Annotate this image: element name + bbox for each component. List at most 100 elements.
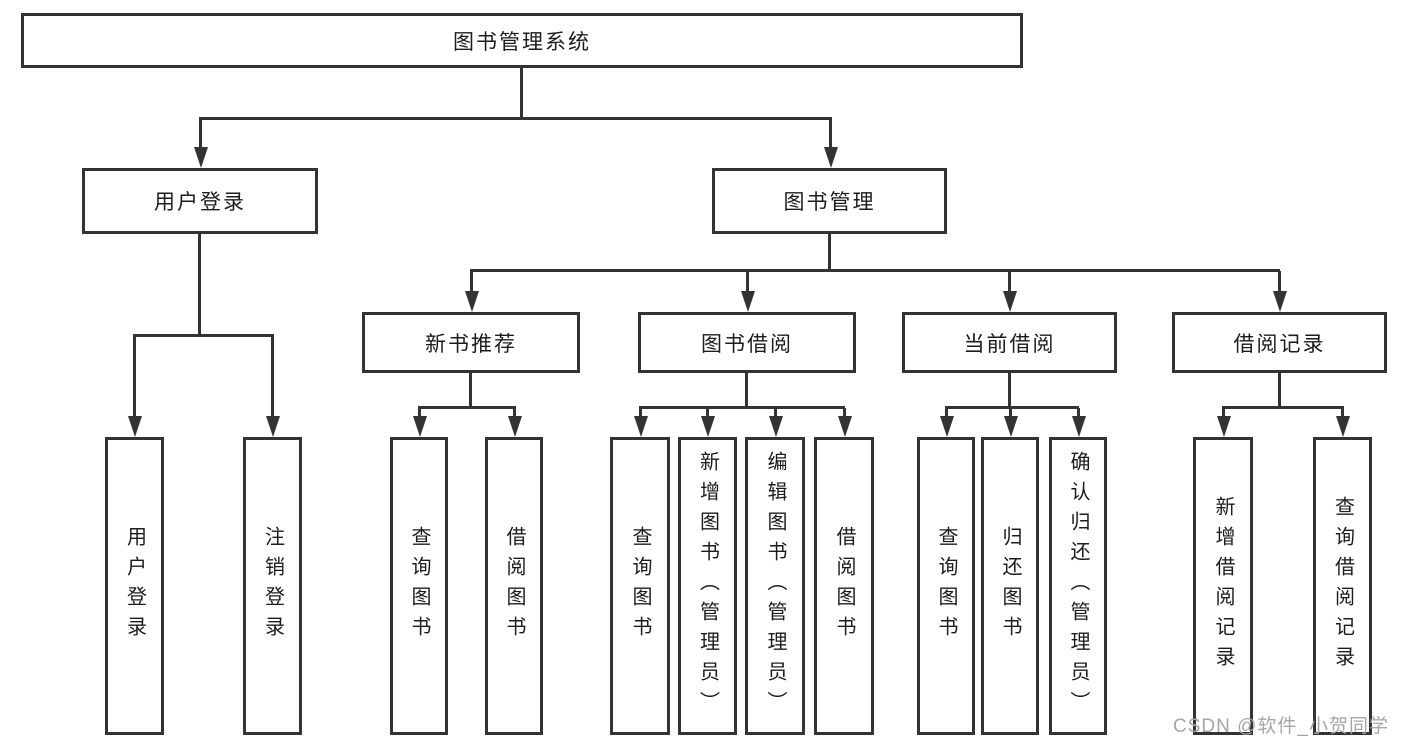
- arrow-down-icon: [193, 147, 208, 168]
- arrow-down-icon: [507, 416, 522, 437]
- leaf-current-confirm-return-admin-label: 确认归还（管理员）: [1067, 451, 1089, 721]
- node-library-management-system: 图书管理系统: [21, 13, 1023, 68]
- arrow-into-leaf-user-login: [127, 336, 142, 437]
- arrow-down-icon: [265, 416, 280, 437]
- arrow-into-cb-confirm-return: [1071, 408, 1086, 437]
- arrow-into-cb-return-books: [1003, 408, 1018, 437]
- arrow-into-bb-add-books: [700, 408, 715, 437]
- leaf-current-query-books: 查询图书: [917, 437, 975, 735]
- node-borrowing-records-label: 借阅记录: [1233, 332, 1326, 356]
- arrow-down-icon: [700, 416, 715, 437]
- arrow-down-icon: [1272, 291, 1287, 312]
- arrow-down-icon: [823, 147, 838, 168]
- arrow-into-rec-borrow-books: [507, 408, 522, 437]
- node-book-management-label: 图书管理: [783, 191, 876, 214]
- arrow-shaft: [1008, 271, 1011, 291]
- node-user-login-label: 用户登录: [154, 191, 246, 214]
- arrow-into-book-management: [823, 119, 838, 168]
- connector-book-borrowing-stem: [745, 373, 748, 409]
- arrow-shaft: [706, 408, 709, 416]
- arrow-down-icon: [837, 416, 852, 437]
- arrow-shaft: [843, 408, 846, 416]
- arrow-down-icon: [1003, 416, 1018, 437]
- arrow-down-icon: [127, 416, 142, 437]
- connector-book-management-stem: [828, 234, 831, 272]
- leaf-borrowing-edit-books-admin: 编辑图书（管理员）: [745, 437, 805, 735]
- leaf-borrowing-add-books-admin-label: 新增图书（管理员）: [696, 451, 719, 721]
- leaf-borrowing-add-books-admin: 新增图书（管理员）: [678, 437, 737, 735]
- arrow-into-new-book-recommendation: [464, 271, 479, 312]
- leaf-recommend-query-books: 查询图书: [390, 437, 448, 735]
- arrow-shaft: [829, 119, 832, 147]
- node-user-login: 用户登录: [82, 168, 318, 234]
- arrow-shaft: [470, 271, 473, 291]
- arrow-into-br-add-record: [1216, 408, 1231, 437]
- connector-new-book-rec-stem: [469, 373, 472, 409]
- leaf-records-add-record-label: 新增借阅记录: [1212, 496, 1234, 676]
- node-current-borrowing-label: 当前借阅: [963, 332, 1056, 356]
- node-book-borrowing: 图书借阅: [638, 312, 856, 373]
- node-borrowing-records: 借阅记录: [1172, 312, 1387, 373]
- connector-book-borrowing-bar: [639, 406, 845, 409]
- arrow-shaft: [774, 408, 777, 416]
- arrow-into-rec-query-books: [412, 408, 427, 437]
- node-library-management-system-label: 图书管理系统: [453, 30, 591, 54]
- leaf-recommend-borrow-books-label: 借阅图书: [503, 526, 525, 646]
- arrow-into-leaf-logout: [265, 336, 280, 437]
- leaf-borrowing-edit-books-admin-label: 编辑图书（管理员）: [764, 451, 786, 721]
- arrow-down-icon: [464, 291, 479, 312]
- leaf-current-return-books: 归还图书: [981, 437, 1039, 735]
- arrow-into-cb-query-books: [939, 408, 954, 437]
- leaf-borrowing-query-books-label: 查询图书: [629, 526, 651, 646]
- arrow-shaft: [513, 408, 516, 416]
- arrow-shaft: [271, 336, 274, 416]
- connector-user-login-bar: [133, 334, 274, 337]
- arrow-down-icon: [1216, 416, 1231, 437]
- arrow-down-icon: [768, 416, 783, 437]
- arrow-down-icon: [633, 416, 648, 437]
- arrow-down-icon: [740, 291, 755, 312]
- arrow-into-bb-query-books: [633, 408, 648, 437]
- arrow-shaft: [418, 408, 421, 416]
- connector-borrowing-records-bar: [1222, 406, 1344, 409]
- node-book-borrowing-label: 图书借阅: [701, 332, 793, 356]
- node-current-borrowing: 当前借阅: [902, 312, 1117, 373]
- node-new-book-recommendation-label: 新书推荐: [425, 332, 517, 356]
- arrow-down-icon: [939, 416, 954, 437]
- leaf-current-confirm-return-admin: 确认归还（管理员）: [1049, 437, 1107, 735]
- arrow-shaft: [1009, 408, 1012, 416]
- arrow-shaft: [639, 408, 642, 416]
- leaf-records-query-record-label: 查询借阅记录: [1331, 496, 1354, 676]
- arrow-down-icon: [1002, 291, 1017, 312]
- leaf-user-login: 用户登录: [105, 437, 164, 735]
- arrow-shaft: [746, 271, 749, 291]
- leaf-borrowing-borrow-books-label: 借阅图书: [833, 526, 855, 646]
- connector-root-bar: [199, 117, 832, 120]
- arrow-shaft: [945, 408, 948, 416]
- arrow-into-br-query-record: [1335, 408, 1350, 437]
- leaf-recommend-borrow-books: 借阅图书: [485, 437, 543, 735]
- leaf-recommend-query-books-label: 查询图书: [408, 526, 430, 646]
- connector-current-borrowing-stem: [1008, 373, 1011, 409]
- arrow-into-current-borrowing: [1002, 271, 1017, 312]
- arrow-into-bb-borrow-books: [837, 408, 852, 437]
- arrow-shaft: [1077, 408, 1080, 416]
- node-new-book-recommendation: 新书推荐: [362, 312, 580, 373]
- connector-new-book-rec-bar: [418, 406, 516, 409]
- leaf-records-query-record: 查询借阅记录: [1313, 437, 1372, 735]
- arrow-down-icon: [1335, 416, 1350, 437]
- leaf-current-query-books-label: 查询图书: [935, 526, 957, 646]
- arrow-into-borrowing-records: [1272, 271, 1287, 312]
- leaf-borrowing-borrow-books: 借阅图书: [814, 437, 874, 735]
- arrow-into-user-login: [193, 119, 208, 168]
- arrow-into-bb-edit-books: [768, 408, 783, 437]
- leaf-records-add-record: 新增借阅记录: [1193, 437, 1253, 735]
- node-book-management: 图书管理: [712, 168, 947, 234]
- arrow-into-book-borrowing: [740, 271, 755, 312]
- csdn-watermark: CSDN @软件_小贺同学: [1173, 716, 1389, 737]
- arrow-shaft: [199, 119, 202, 147]
- arrow-shaft: [133, 336, 136, 416]
- connector-borrowing-records-stem: [1278, 373, 1281, 409]
- connector-book-management-bar: [470, 269, 1280, 272]
